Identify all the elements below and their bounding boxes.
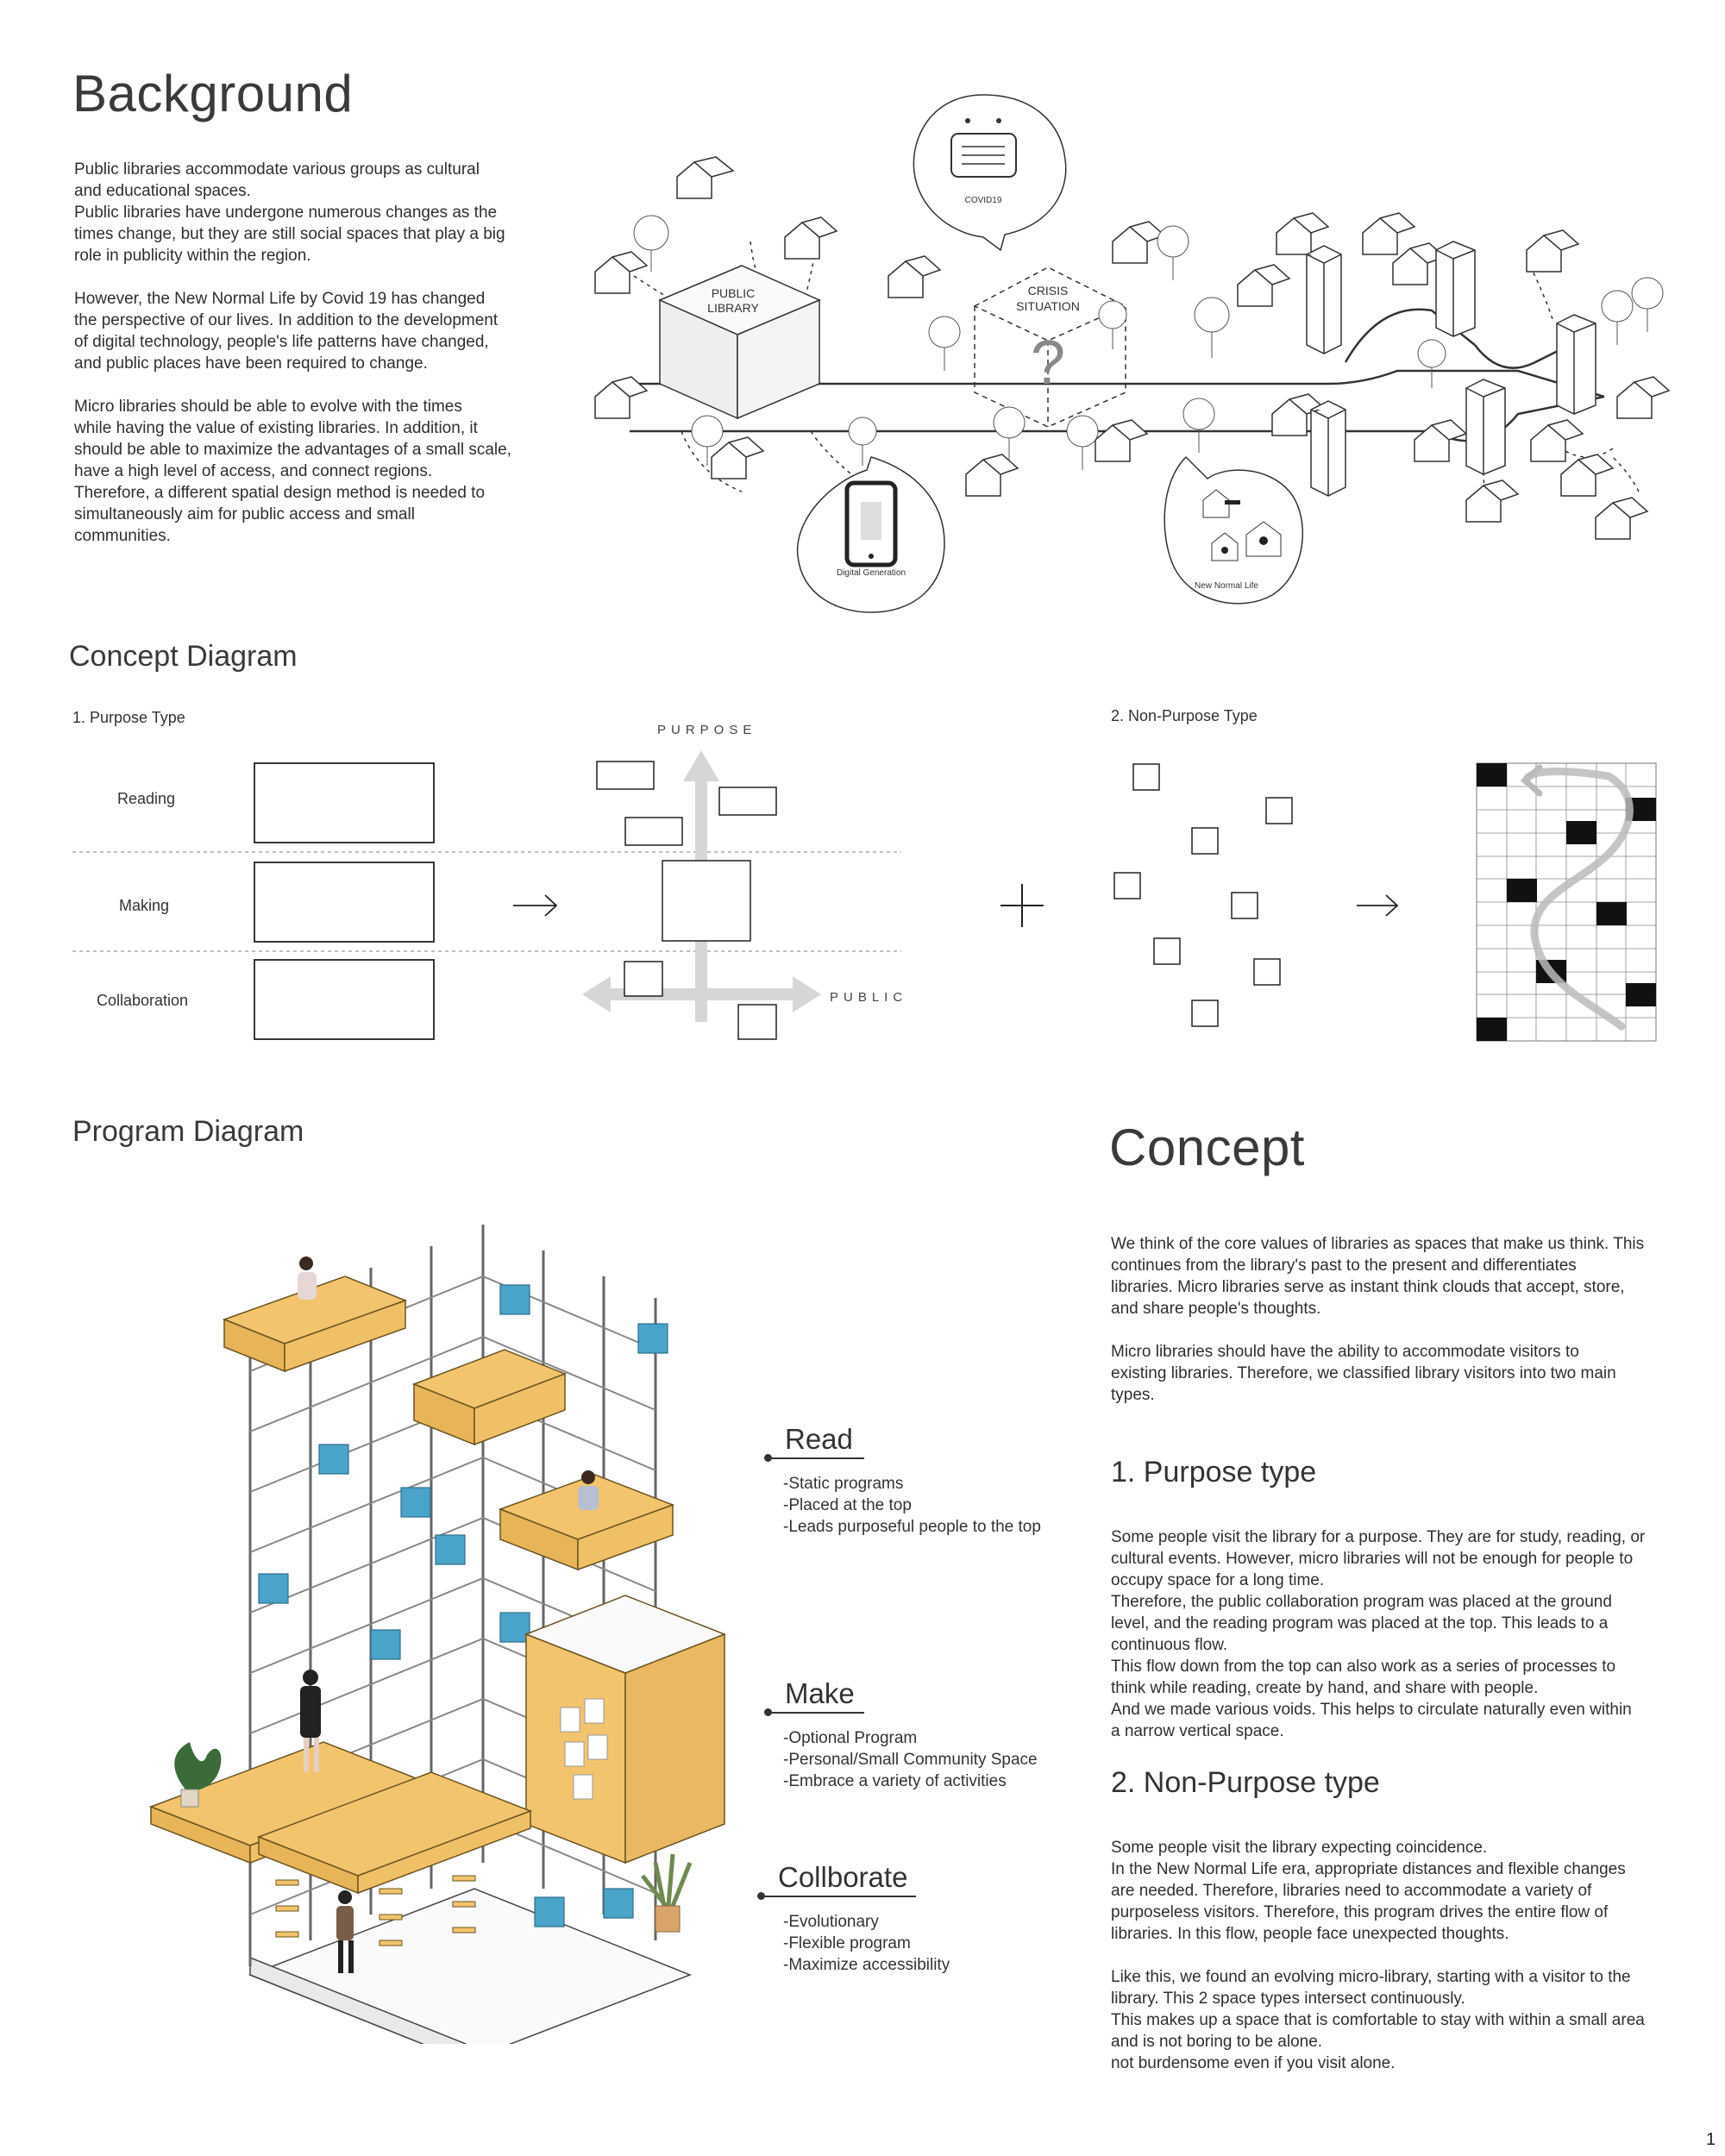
non-purpose-paragraph: Some people visit the library expecting … [1111,1839,1626,1943]
plus-sign [1000,884,1044,927]
concept-diagram-title: Concept Diagram [69,640,298,673]
concept-intro-paragraph: Micro libraries should have the ability … [1111,1343,1616,1404]
trees [633,215,1664,470]
tag-collaborate-items: -Evolutionary -Flexible program -Maximiz… [783,1911,950,1976]
tag-collaborate-item: -Evolutionary [783,1913,879,1931]
covid-label: COVID19 [965,196,1002,205]
public-library-label-2: LIBRARY [707,301,759,315]
background-paragraph-1: Public libraries accommodate various gro… [74,160,505,265]
row-label-reading: Reading [117,790,176,807]
purpose-type-label: 1. Purpose Type [72,709,185,726]
tag-make-dot [764,1708,772,1716]
tag-make-item: -Optional Program [783,1729,918,1747]
people-figures [298,1257,599,1973]
tag-collaborate-title: Collborate [778,1861,908,1893]
concept-diagram-graphic [72,750,1657,1042]
row-label-making: Making [119,897,170,914]
tag-read-title: Read [785,1423,853,1455]
reading-box [254,762,435,843]
non-purpose-grid [1476,762,1657,1042]
tag-read-item: -Leads purposeful people to the top [783,1518,1041,1536]
tag-read-item: -Placed at the top [783,1496,912,1514]
purpose-type-paragraph: Some people visit the library for a purp… [1111,1528,1646,1740]
crisis-situation-cube [973,266,1127,428]
new-normal-label: New Normal Life [1195,581,1258,591]
purpose-type-title: 1. Purpose type [1111,1456,1317,1489]
public-library-cube [658,265,821,420]
tag-read-item: -Static programs [783,1475,904,1493]
towers [1306,241,1596,497]
background-title: Background [72,65,354,122]
tag-collaborate-item: -Maximize accessibility [783,1956,950,1974]
program-isometric-illustration [148,1225,727,2044]
base-slab [248,1888,693,2044]
non-purpose-paragraph: Like this, we found an evolving micro-li… [1111,1968,1645,2072]
tag-read-items: -Static programs -Placed at the top -Lea… [783,1473,1041,1538]
axis-purpose-label: PURPOSE [657,723,757,737]
collaboration-box [254,959,435,1040]
plant-icons [174,1742,693,1933]
digital-label: Digital Generation [837,568,906,578]
blue-book-boxes [258,1284,668,1927]
tag-collaborate-dot [757,1892,765,1900]
crisis-label-1: CRISIS [1028,284,1069,298]
crisis-label-2: SITUATION [1016,299,1080,313]
tag-make-items: -Optional Program -Personal/Small Commun… [783,1727,1038,1792]
concept-title: Concept [1109,1119,1305,1176]
covid-bubble: COVID19 [913,94,1067,252]
concept-intro: We think of the core values of libraries… [1111,1233,1697,1427]
background-paragraph-3: Micro libraries should be able to evolve… [74,398,511,545]
non-purpose-type-label: 2. Non-Purpose Type [1111,707,1258,724]
tag-collaborate-item: -Flexible program [783,1934,911,1952]
tag-read-dot [764,1454,772,1462]
tag-make-item: -Personal/Small Community Space [783,1751,1038,1769]
houses [594,156,1671,540]
background-map-illustration: PUBLIC LIBRARY CRISIS SITUATION ? COVID1… [594,94,1671,613]
new-normal-bubble: New Normal Life [1164,455,1303,605]
tag-make-title: Make [785,1677,855,1709]
background-text: Public libraries accommodate various gro… [74,159,557,568]
row-label-collaboration: Collaboration [97,992,189,1009]
arrow-1 [513,894,558,917]
making-box [254,862,435,943]
question-mark: ? [1031,329,1065,398]
axis-public-label: PUBLIC [830,990,908,1005]
digital-generation-bubble: Digital Generation [796,456,945,613]
purpose-type-text: Some people visit the library for a purp… [1111,1526,1697,1764]
page-number: 1 [1706,2130,1716,2149]
program-diagram-title: Program Diagram [72,1115,304,1148]
background-paragraph-2: However, the New Normal Life by Covid 19… [74,290,499,373]
non-purpose-type-title: 2. Non-Purpose type [1111,1766,1380,1799]
arrow-2 [1357,894,1399,917]
public-library-label-1: PUBLIC [712,286,756,300]
tag-make-item: -Embrace a variety of activities [783,1772,1007,1790]
concept-intro-paragraph: We think of the core values of libraries… [1111,1235,1645,1318]
non-purpose-type-text: Some people visit the library expecting … [1111,1837,1697,2096]
